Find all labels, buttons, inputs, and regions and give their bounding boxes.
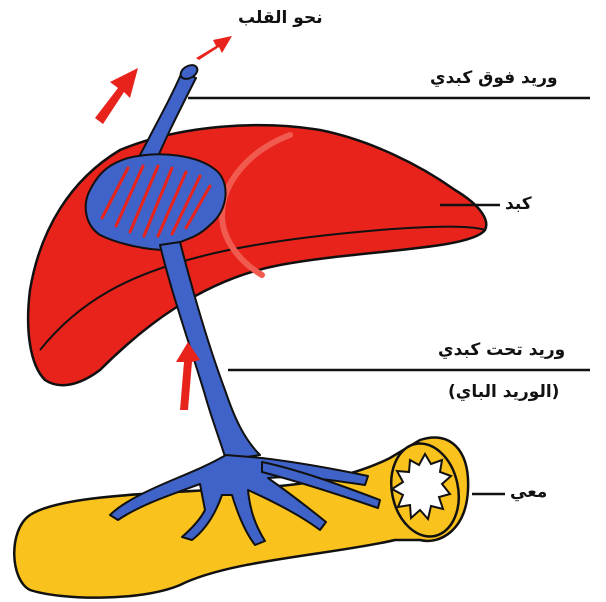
label-portal-vein: وريد تحت كبدي [438,340,565,360]
label-portal-vein-alt: (الوريد الباي) [448,382,559,402]
label-hepatic-vein: وريد فوق كبدي [430,68,558,88]
label-liver: كبد [505,194,532,214]
arrow-up-left [95,68,138,124]
label-intestine: معي [510,482,547,502]
arrow-to-heart [196,36,232,60]
label-to-heart: نحو القلب [238,8,323,28]
liver-body [28,125,486,385]
liver [28,125,486,385]
